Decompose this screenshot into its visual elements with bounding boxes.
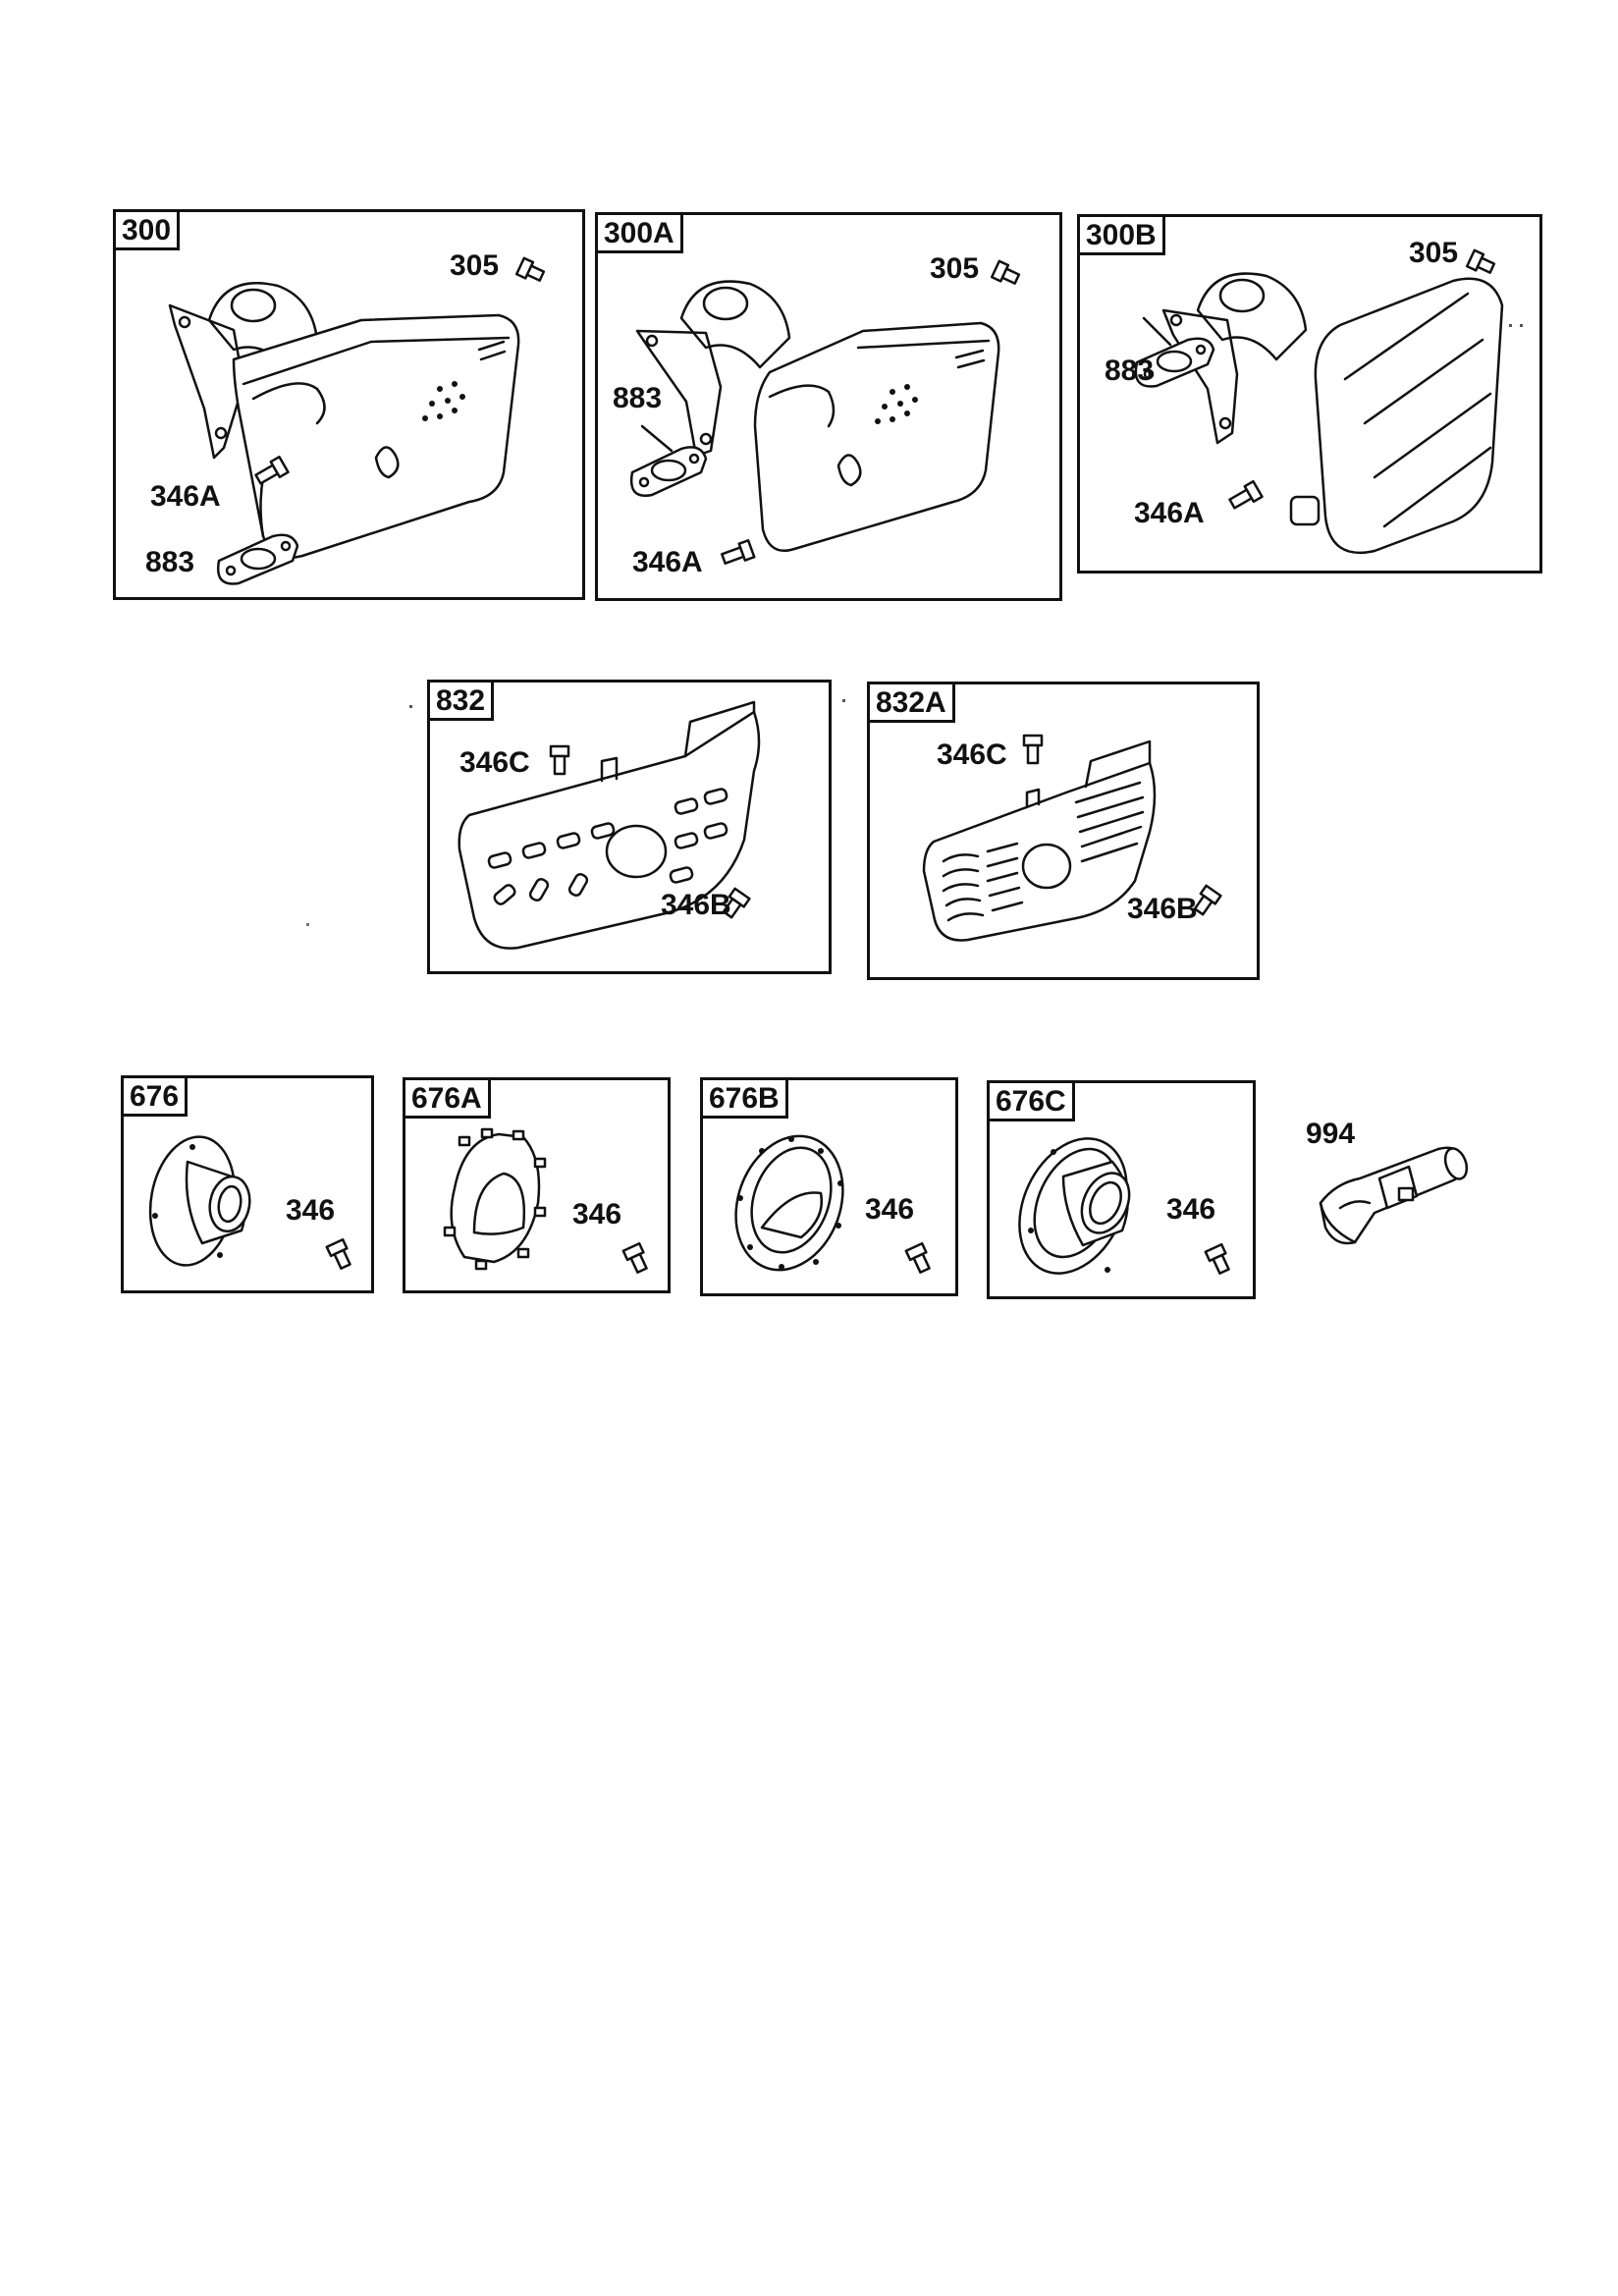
callout-label: 346A — [632, 546, 703, 578]
deflector-illustration — [405, 1080, 674, 1296]
callout-label: 346A — [150, 480, 221, 513]
muffler-guard-illustration — [870, 684, 1263, 983]
part-number-tag: 676B — [700, 1077, 788, 1119]
deflector-illustration — [990, 1083, 1259, 1302]
panel-676: 676 346 — [121, 1075, 374, 1293]
part-number-tag: 676C — [987, 1080, 1075, 1121]
callout-label: 305 — [1409, 237, 1459, 269]
scan-speck — [1520, 324, 1523, 327]
panel-676c: 676C 346 — [987, 1080, 1256, 1299]
callout-label: 346 — [572, 1198, 622, 1230]
callout-label: 346A — [1134, 497, 1205, 529]
part-number-tag: 676A — [403, 1077, 491, 1119]
panel-832a: 832A 346C 346B — [867, 682, 1260, 980]
part-994: 994 — [1301, 1110, 1478, 1257]
scan-speck — [409, 705, 412, 708]
part-number-tag: 300 — [113, 209, 181, 250]
callout-label: 305 — [450, 249, 500, 282]
part-number-tag: 676 — [121, 1075, 189, 1117]
part-number-tag: 832 — [427, 680, 495, 721]
deflector-illustration — [124, 1078, 377, 1296]
scan-speck — [306, 923, 309, 926]
callout-label: 346 — [286, 1194, 336, 1227]
muffler-illustration — [598, 215, 1065, 604]
callout-label: 883 — [1105, 355, 1155, 387]
muffler-illustration — [116, 212, 588, 603]
panel-300: 300 305 346A 883 — [113, 209, 585, 600]
callout-label: 305 — [930, 252, 980, 285]
scan-speck — [842, 699, 845, 702]
scan-speck — [1509, 324, 1512, 327]
callout-label: 346C — [937, 738, 1007, 771]
callout-label: 346B — [1127, 893, 1198, 925]
callout-label: 346C — [459, 746, 530, 779]
deflector-illustration — [703, 1080, 961, 1299]
spark-arrester-clamp-illustration — [1301, 1110, 1478, 1257]
panel-300b: 300B 305 883 346A — [1077, 214, 1542, 574]
callout-label: 994 — [1306, 1118, 1356, 1150]
callout-label: 883 — [613, 382, 663, 414]
callout-label: 346 — [1166, 1193, 1216, 1226]
muffler-illustration — [1080, 217, 1545, 576]
panel-676b: 676B 346 — [700, 1077, 958, 1296]
panel-832: 832 346C 346B — [427, 680, 832, 974]
callout-label: 346 — [865, 1193, 915, 1226]
callout-label: 883 — [145, 546, 195, 578]
panel-300a: 300A 305 883 346A — [595, 212, 1062, 601]
part-number-tag: 300B — [1077, 214, 1165, 255]
panel-676a: 676A 346 — [403, 1077, 671, 1293]
callout-label: 346B — [661, 889, 731, 921]
muffler-guard-illustration — [430, 683, 835, 977]
part-number-tag: 832A — [867, 682, 955, 723]
part-number-tag: 300A — [595, 212, 683, 253]
